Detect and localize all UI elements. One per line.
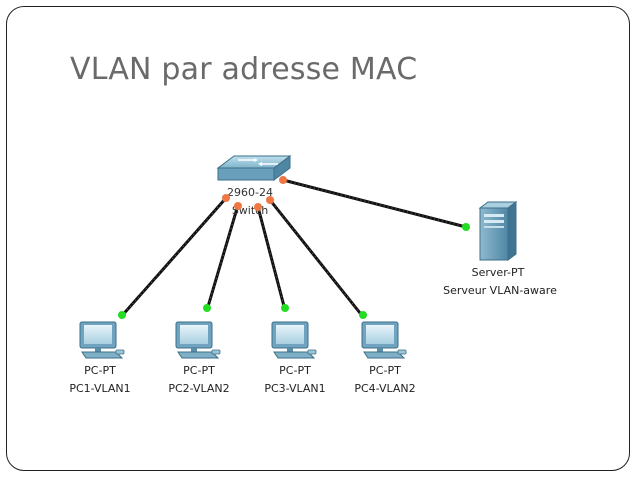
links xyxy=(118,178,467,319)
pc3-name-label: PC3-VLAN1 xyxy=(264,382,325,395)
pc4-name-label: PC4-VLAN2 xyxy=(354,382,415,395)
pc3-type-label: PC-PT xyxy=(279,364,311,377)
pc1-name-label: PC1-VLAN1 xyxy=(69,382,130,395)
server-name-label: Serveur VLAN-aware xyxy=(443,284,557,297)
pc2-port xyxy=(203,304,211,312)
slide-title: VLAN par adresse MAC xyxy=(70,52,418,87)
pc3-port xyxy=(281,304,289,312)
switch-port-pc1 xyxy=(222,194,230,202)
link-pc1 xyxy=(118,197,228,319)
pc4-port xyxy=(359,311,367,319)
server-icon[interactable] xyxy=(478,201,518,261)
server-type-label: Server-PT xyxy=(472,266,525,279)
switch-icon[interactable] xyxy=(216,155,292,181)
pc4-type-label: PC-PT xyxy=(369,364,401,377)
server-port xyxy=(462,223,470,231)
switch-ports xyxy=(222,176,287,211)
switch-port-pc2 xyxy=(234,202,242,210)
link-pc4 xyxy=(268,199,366,319)
pc2-type-label: PC-PT xyxy=(183,364,215,377)
switch-model-label: 2960-24 xyxy=(227,186,273,199)
pc4-icon[interactable] xyxy=(361,321,407,359)
switch-port-pc3 xyxy=(254,203,262,211)
slide-frame xyxy=(6,6,630,471)
pc2-name-label: PC2-VLAN2 xyxy=(168,382,229,395)
switch-port-server xyxy=(279,176,287,184)
link-server xyxy=(282,178,467,229)
switch-port-pc4 xyxy=(266,196,274,204)
pc1-icon[interactable] xyxy=(79,321,125,359)
pc3-icon[interactable] xyxy=(271,321,317,359)
link-pc3 xyxy=(256,206,287,311)
pc1-port xyxy=(118,311,126,319)
pc2-icon[interactable] xyxy=(175,321,221,359)
link-pc2 xyxy=(205,204,240,311)
pc1-type-label: PC-PT xyxy=(84,364,116,377)
